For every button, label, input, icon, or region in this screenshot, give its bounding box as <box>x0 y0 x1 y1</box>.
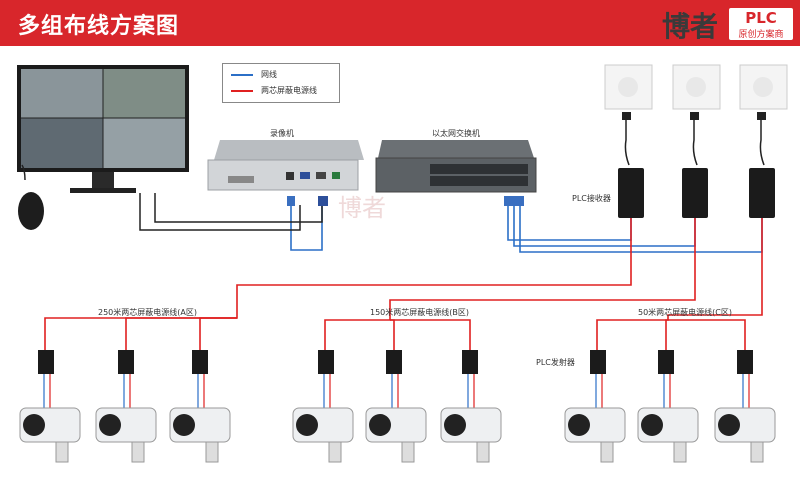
switch-icon <box>375 140 537 193</box>
bullet-camera-icon <box>19 407 776 463</box>
legend-network-swatch <box>231 74 253 76</box>
legend-power-swatch <box>231 90 253 92</box>
power-adapter-icon <box>618 168 775 218</box>
plc-logo-badge: PLC 原创方案商 <box>729 8 793 40</box>
zone-a-label: 250米两芯屏蔽电源线(A区) <box>98 308 197 317</box>
plc-transmitter-icon <box>38 350 753 374</box>
monitor-icon <box>17 65 189 193</box>
switch-label: 以太网交换机 <box>432 129 480 138</box>
plc-logo-subtitle: 原创方案商 <box>738 30 784 40</box>
page-title: 多组布线方案图 <box>18 14 180 39</box>
brand-logo: 博者 <box>662 10 719 43</box>
mouse-icon <box>18 164 44 230</box>
zone-c-label: 50米两芯屏蔽电源线(C区) <box>638 308 733 317</box>
legend-power-label: 两芯屏蔽电源线 <box>261 86 317 95</box>
zone-b-label: 150米两芯屏蔽电源线(B区) <box>370 308 469 317</box>
plc-transmitter-label: PLC发射器 <box>536 358 575 367</box>
legend: 网线 两芯屏蔽电源线 <box>222 63 340 103</box>
legend-network-label: 网线 <box>261 70 277 79</box>
nvr-icon <box>207 140 364 191</box>
plc-logo-text: PLC <box>745 9 777 27</box>
plc-receiver-label: PLC接收器 <box>572 194 611 203</box>
wall-socket-icon <box>604 64 788 110</box>
header-bar: 多组布线方案图 博者 PLC 原创方案商 <box>0 0 800 46</box>
watermark: 博者 <box>338 194 386 222</box>
nvr-label: 录像机 <box>270 129 294 138</box>
